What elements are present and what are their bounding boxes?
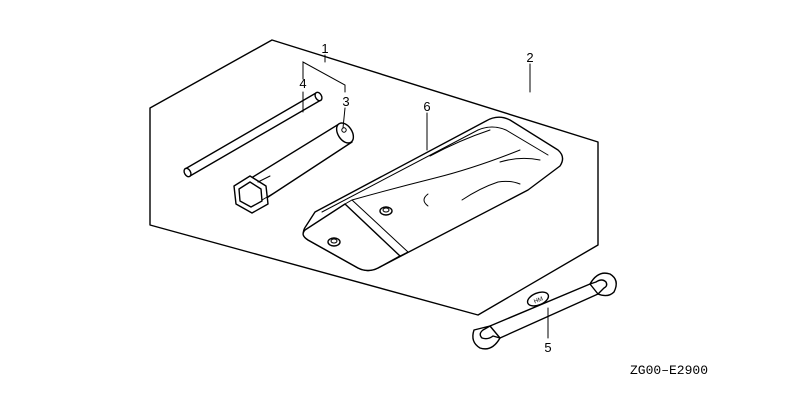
callout-2: 2: [526, 50, 533, 65]
open-end-wrench: HM: [472, 272, 617, 350]
group-boundary: [149, 39, 599, 316]
callout-6: 6: [423, 99, 430, 114]
plug-socket: [233, 122, 355, 214]
leader-lines: [302, 54, 549, 339]
part-code: ZG00–E2900: [630, 363, 708, 378]
callout-1: 1: [321, 41, 328, 56]
callout-4: 4: [299, 76, 306, 91]
callout-5: 5: [544, 340, 551, 355]
tool-bag: [302, 116, 564, 272]
callout-3: 3: [342, 94, 349, 109]
wrench-mark: HM: [533, 296, 544, 305]
extension-bar: [183, 91, 323, 178]
